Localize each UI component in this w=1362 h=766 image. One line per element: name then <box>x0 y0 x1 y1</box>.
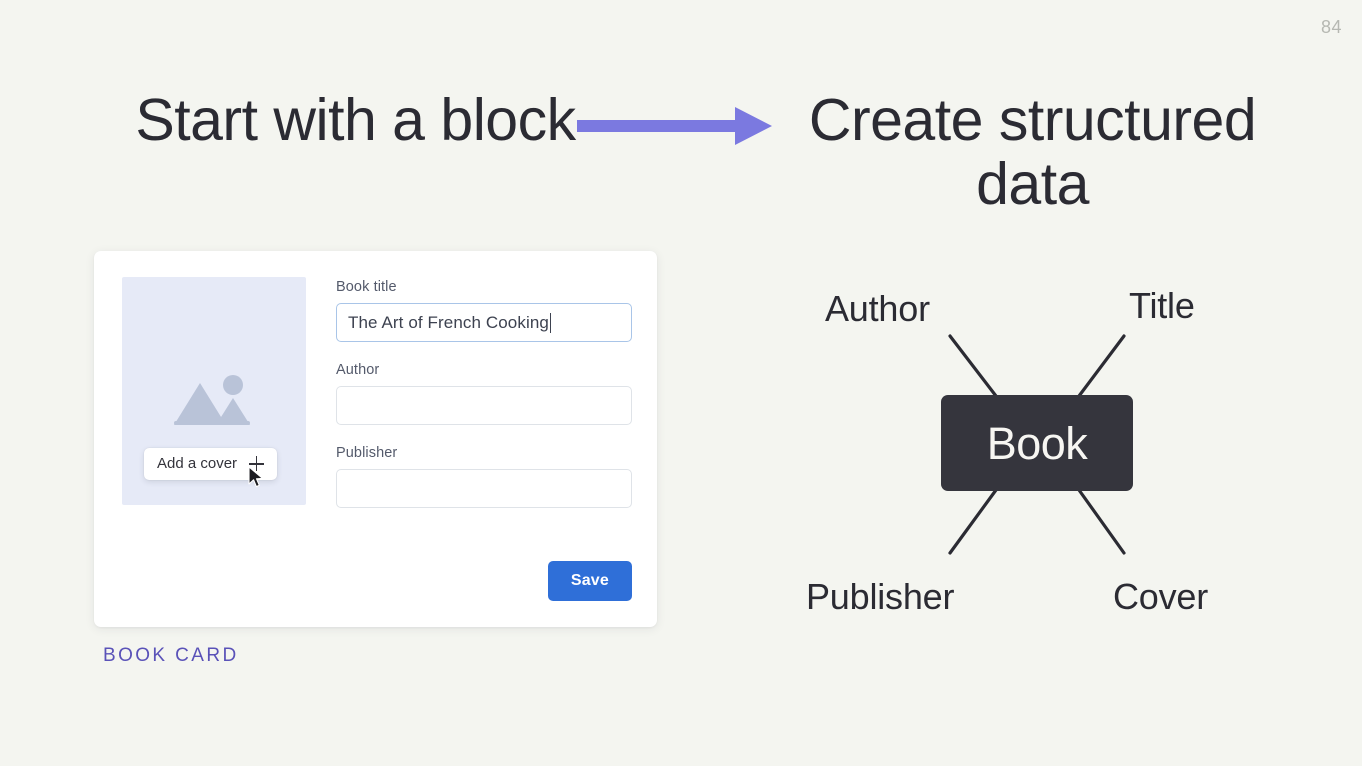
add-cover-label: Add a cover <box>157 455 238 472</box>
diagram-label-publisher: Publisher <box>806 576 955 617</box>
page-title-left: Start with a block <box>135 87 576 153</box>
card-actions: Save <box>336 561 632 601</box>
save-button[interactable]: Save <box>547 561 632 601</box>
author-label: Author <box>336 362 380 378</box>
cover-upload-area[interactable]: Add a cover <box>122 277 306 505</box>
publisher-label: Publisher <box>336 445 398 461</box>
page-title-right: Create structured data <box>808 87 1257 217</box>
diagram-connectors <box>948 334 1126 555</box>
diagram-node-book-label: Book <box>986 417 1088 469</box>
book-card: Add a cover Book title The Art of French… <box>94 251 657 627</box>
field-group-book-title: Book title The Art of French Cooking <box>336 279 632 342</box>
add-cover-button[interactable]: Add a cover <box>144 448 278 480</box>
diagram-label-title: Title <box>1129 285 1195 326</box>
field-group-author: Author <box>336 362 632 425</box>
text-caret <box>549 312 552 333</box>
image-placeholder-icon <box>172 373 256 438</box>
diagram-label-author: Author <box>825 288 930 329</box>
right-arrow-icon <box>575 104 775 148</box>
book-title-input[interactable]: The Art of French Cooking <box>336 303 632 342</box>
field-group-publisher: Publisher <box>336 445 632 508</box>
author-input[interactable] <box>336 386 632 425</box>
diagram-node-book: Book <box>941 395 1133 491</box>
book-form: Book title The Art of French Cooking Aut… <box>336 279 632 508</box>
book-title-label: Book title <box>336 279 397 295</box>
plus-icon <box>249 456 265 471</box>
book-title-value: The Art of French Cooking <box>348 312 549 332</box>
page-number: 84 <box>1320 17 1342 37</box>
book-card-caption: BOOK CARD <box>103 645 239 666</box>
publisher-input[interactable] <box>336 469 632 508</box>
diagram-label-cover: Cover <box>1113 576 1209 617</box>
structured-data-diagram: Book Author Title Publisher Cover <box>780 265 1280 635</box>
